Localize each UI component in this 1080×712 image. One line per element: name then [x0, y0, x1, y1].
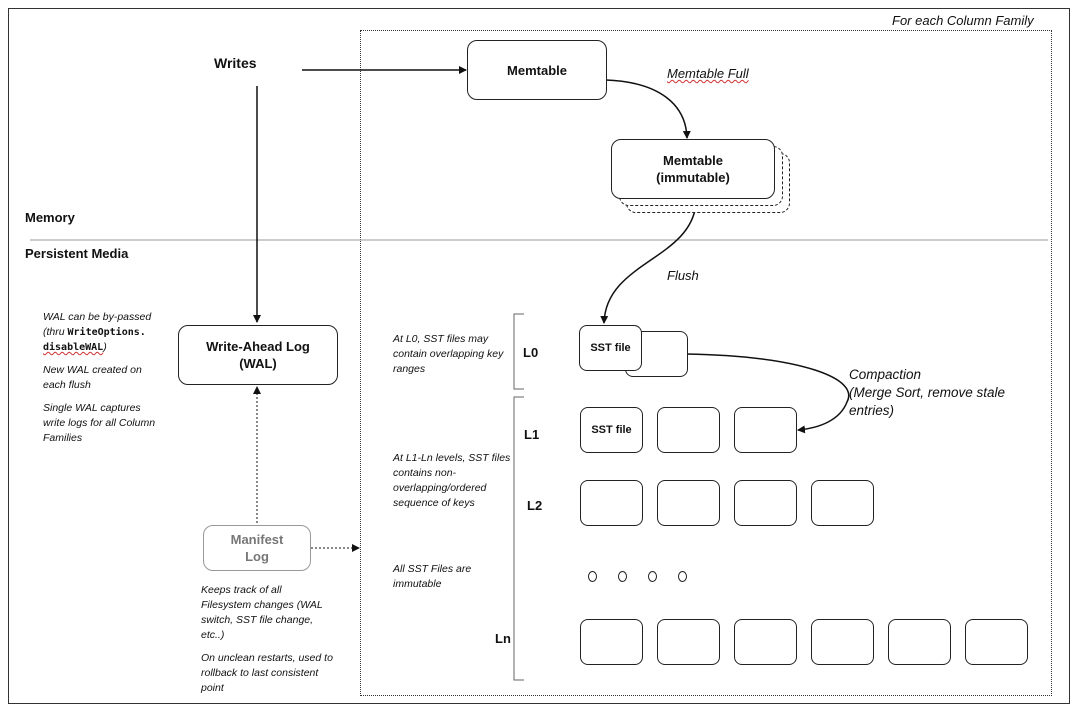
compaction-label: Compaction (Merge Sort, remove stale ent…	[849, 366, 1005, 420]
l0-note: At L0, SST files may contain overlapping…	[393, 332, 503, 377]
l1-sst-file-3	[734, 407, 797, 453]
flush-arrow	[600, 203, 697, 324]
wal-bypass-line1: WAL can be by-passed	[43, 311, 152, 323]
l0-note-line1: At L0, SST files may	[393, 333, 489, 345]
ln-sst-file-6	[965, 619, 1028, 665]
wal-single-line3: Families	[43, 432, 83, 444]
wal-new-line1: New WAL created on	[43, 364, 142, 376]
manifest-note1-line1: Keeps track of all	[201, 584, 282, 596]
level-ln-label: Ln	[495, 631, 511, 646]
persistent-media-label: Persistent Media	[25, 246, 129, 261]
wal-box: Write-Ahead Log (WAL)	[178, 325, 338, 385]
manifest-note2-line3: point	[201, 682, 224, 694]
wal-subtitle: (WAL)	[239, 356, 277, 371]
memory-section-label: Memory	[25, 210, 75, 225]
l0-note-line3: ranges	[393, 363, 426, 375]
manifest-note1-line2: Filesystem changes (WAL	[201, 599, 323, 611]
diagram-frame	[8, 8, 1070, 704]
wal-single-line2: write logs for all Column	[43, 417, 156, 429]
manifest-log-box: Manifest Log	[203, 525, 311, 571]
manifest-notes: Keeps track of all Filesystem changes (W…	[201, 583, 333, 696]
writes-label: Writes	[214, 55, 257, 71]
ln-sst-file-1	[580, 619, 643, 665]
flush-label: Flush	[667, 268, 699, 283]
ln-note-line2: contains non-	[393, 467, 457, 479]
l1-sst-file-1: SST file	[580, 407, 643, 453]
compaction-title: Compaction	[849, 367, 922, 382]
compaction-desc-line1: (Merge Sort, remove stale	[849, 385, 1006, 400]
immutable-memtable-subtitle: (immutable)	[656, 170, 730, 185]
wal-title: Write-Ahead Log	[206, 339, 310, 354]
memtable-label: Memtable	[507, 62, 567, 78]
level-l1-label: L1	[524, 427, 540, 442]
wal-new-line2: each flush	[43, 379, 91, 391]
manifest-note1-line4: etc..)	[201, 629, 225, 641]
l1-sst-file-2	[657, 407, 720, 453]
ellipsis-circle-1	[588, 571, 597, 582]
wal-bypass-line3: disableWAL)	[43, 341, 107, 353]
level-l0-label: L0	[523, 345, 539, 360]
manifest-note2-line2: rollback to last consistent	[201, 667, 319, 679]
wal-bypass-code1: WriteOptions	[67, 327, 140, 338]
wal-notes: WAL can be by-passed (thru WriteOptions.…	[43, 310, 155, 446]
l1-sst-file-label: SST file	[591, 424, 632, 436]
immutable-files-note: All SST Files are immutable	[393, 562, 471, 592]
manifest-note2-line1: On unclean restarts, used to	[201, 652, 333, 664]
manifest-title: Manifest	[230, 532, 284, 547]
immutable-memtable-title: Memtable	[663, 153, 723, 168]
ln-sst-file-2	[657, 619, 720, 665]
l2-sst-file-1	[580, 480, 643, 526]
memtable-box: Memtable	[467, 40, 607, 100]
column-family-label: For each Column Family	[892, 13, 1034, 28]
level-l2-label: L2	[527, 498, 543, 513]
ln-sst-file-5	[888, 619, 951, 665]
ellipsis-circle-3	[648, 571, 657, 582]
memtable-full-arrow	[605, 79, 691, 139]
manifest-note1-line3: switch, SST file change,	[201, 614, 314, 626]
immutable-memtable-box: Memtable (immutable)	[611, 139, 775, 199]
ln-sst-file-3	[734, 619, 797, 665]
ellipsis-circle-2	[618, 571, 627, 582]
ellipsis-circle-4	[678, 571, 687, 582]
immutable-note-line1: All SST Files are	[393, 563, 472, 575]
manifest-subtitle: Log	[245, 549, 269, 564]
ln-note-line1: At L1-Ln levels, SST files	[393, 452, 511, 464]
wal-single-line1: Single WAL captures	[43, 402, 141, 414]
l0-bracket	[513, 313, 524, 390]
l0-sst-file-label: SST file	[590, 342, 631, 354]
l2-sst-file-3	[734, 480, 797, 526]
wal-bypass-line2: (thru WriteOptions.	[43, 326, 146, 338]
l2-sst-file-4	[811, 480, 874, 526]
compaction-arrow	[685, 353, 850, 434]
l0-note-line2: contain overlapping key	[393, 348, 504, 360]
immutable-note-line2: immutable	[393, 578, 442, 590]
memtable-full-label: Memtable Full	[667, 66, 749, 81]
ln-note-line4: sequence of keys	[393, 497, 475, 509]
ln-note-line3: overlapping/ordered	[393, 482, 487, 494]
l2-sst-file-2	[657, 480, 720, 526]
ln-note: At L1-Ln levels, SST files contains non-…	[393, 451, 510, 511]
ln-bracket	[513, 396, 524, 681]
column-family-region	[360, 30, 1052, 696]
wal-bypass-code2: disableWAL	[43, 342, 104, 353]
compaction-desc-line2: entries)	[849, 403, 895, 418]
ln-sst-file-4	[811, 619, 874, 665]
l0-sst-file: SST file	[579, 325, 642, 371]
